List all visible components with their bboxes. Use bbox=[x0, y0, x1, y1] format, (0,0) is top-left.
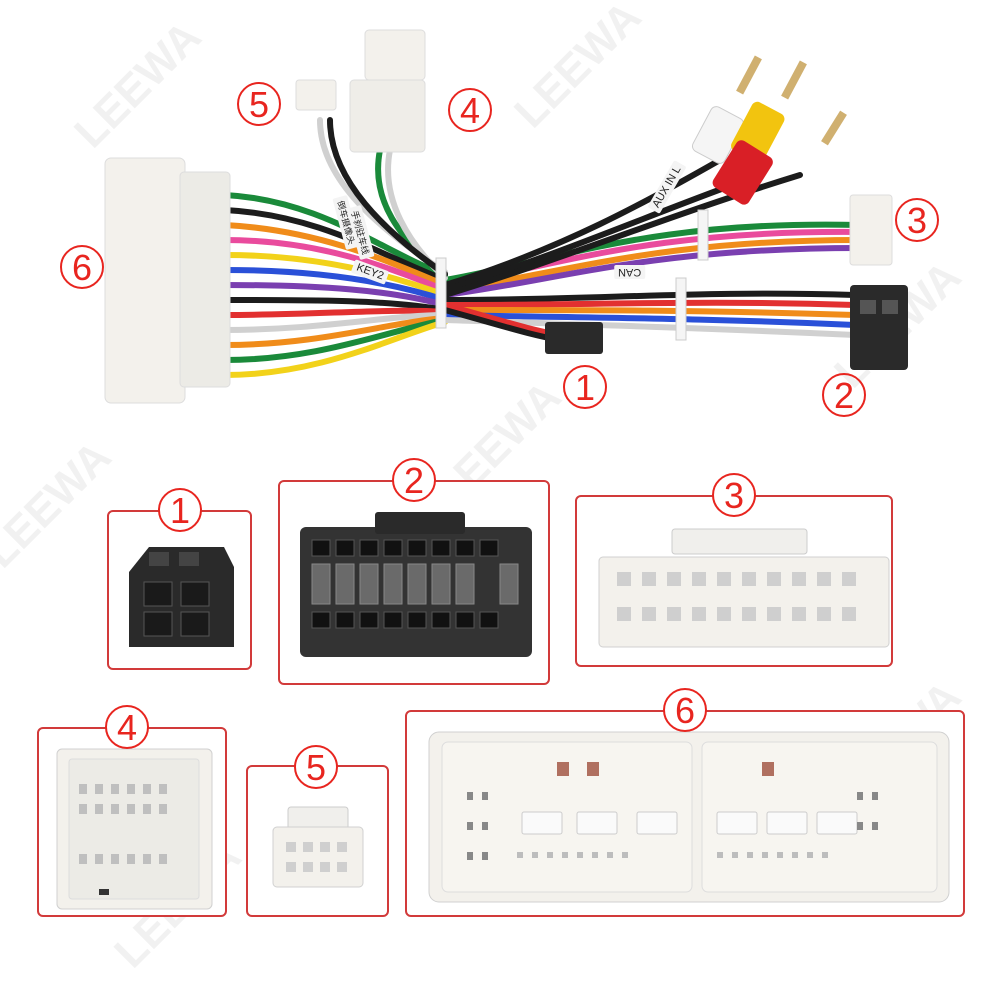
watermark: LEEWA bbox=[0, 432, 121, 578]
detail-panel-connector-6 bbox=[405, 710, 965, 917]
callout-connector-3: 3 bbox=[895, 198, 939, 242]
connector-4-image bbox=[56, 748, 213, 910]
callout-connector-6: 6 bbox=[60, 245, 104, 289]
panel-number-3: 3 bbox=[712, 473, 756, 517]
callout-connector-2: 2 bbox=[822, 373, 866, 417]
wiring-harness-illustration bbox=[104, 29, 908, 404]
detail-panel-connector-5 bbox=[246, 765, 389, 917]
panel-number-1: 1 bbox=[158, 488, 202, 532]
callout-connector-4: 4 bbox=[448, 88, 492, 132]
connector-2-image bbox=[300, 512, 532, 657]
connector-6-image bbox=[428, 731, 950, 903]
connector-1-image bbox=[129, 547, 234, 647]
panel-number-2: 2 bbox=[392, 458, 436, 502]
detail-panel-connector-1 bbox=[107, 510, 252, 670]
panel-number-4: 4 bbox=[105, 705, 149, 749]
panel-number-6: 6 bbox=[663, 688, 707, 732]
detail-panel-connector-2 bbox=[278, 480, 550, 685]
connector-5-image bbox=[272, 806, 364, 888]
detail-panel-connector-3 bbox=[575, 495, 893, 667]
connector-3-image bbox=[598, 528, 890, 648]
callout-connector-5: 5 bbox=[237, 82, 281, 126]
callout-connector-1: 1 bbox=[563, 365, 607, 409]
detail-panel-connector-4 bbox=[37, 727, 227, 917]
panel-number-5: 5 bbox=[294, 745, 338, 789]
can-label: CAN bbox=[614, 265, 646, 279]
